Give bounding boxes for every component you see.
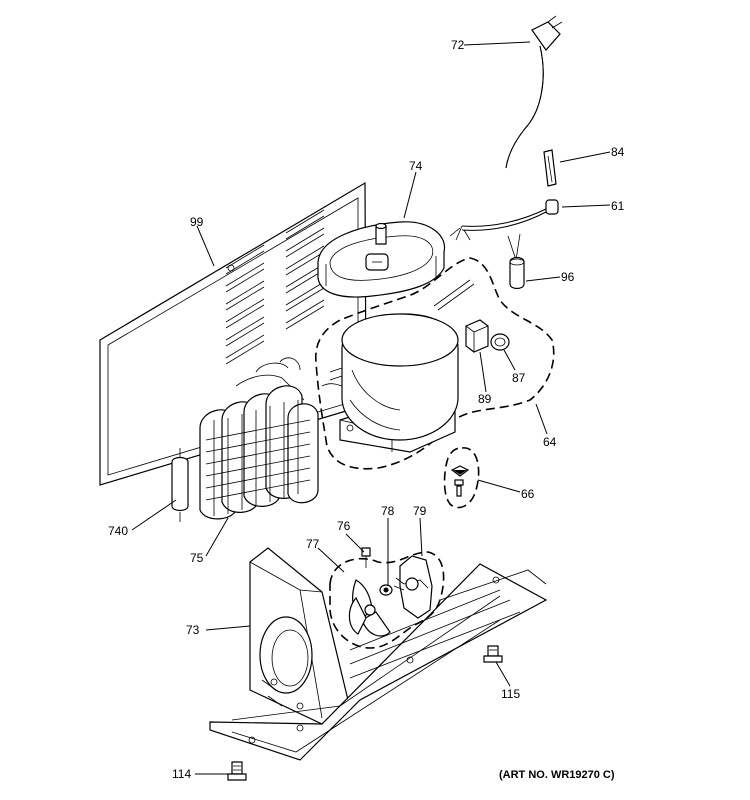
screw-part (361, 547, 371, 568)
power-cord-part (505, 15, 563, 169)
condenser-coil-part (199, 357, 319, 520)
callout-77: 77 (306, 537, 320, 551)
callout-79: 79 (413, 504, 427, 518)
callout-115: 115 (501, 687, 520, 701)
callout-72: 72 (451, 38, 465, 52)
relay-part (465, 319, 489, 353)
drier-part (171, 448, 189, 522)
wire-harness-part (449, 199, 559, 241)
compressor-part (321, 313, 459, 453)
callout-114: 114 (172, 767, 191, 781)
base-plate-part (209, 563, 548, 761)
fan-blade-part (329, 551, 445, 649)
capacitor-part (507, 233, 525, 290)
callout-75: 75 (190, 551, 204, 565)
compressor-assembly-outline (315, 257, 555, 470)
tubing-part (433, 279, 475, 311)
callout-96: 96 (561, 270, 575, 284)
spacer-part (379, 584, 393, 596)
clip-part (543, 149, 557, 187)
base-tray-part (317, 221, 446, 298)
callout-61: 61 (611, 199, 625, 213)
leveling-leg-114-part (227, 761, 247, 781)
callout-84: 84 (611, 145, 625, 159)
fan-shroud-part (249, 547, 349, 725)
grommet-group-part (443, 447, 480, 509)
callout-78: 78 (381, 504, 395, 518)
fan-motor-part (393, 555, 433, 619)
callout-740: 740 (108, 524, 128, 538)
art-number: (ART NO. WR19270 C) (499, 769, 615, 781)
callout-76: 76 (337, 519, 351, 533)
leader-lines (131, 41, 611, 775)
callout-89: 89 (478, 392, 492, 406)
overload-part (490, 333, 510, 351)
callout-66: 66 (521, 487, 535, 501)
leveling-leg-115-part (483, 645, 503, 663)
callout-87: 87 (512, 371, 526, 385)
callout-74: 74 (409, 159, 423, 173)
callout-99: 99 (190, 215, 204, 229)
callout-labels: 72 84 61 74 99 96 87 89 64 66 740 75 76 … (108, 38, 625, 781)
callout-64: 64 (543, 435, 557, 449)
callout-73: 73 (186, 623, 200, 637)
